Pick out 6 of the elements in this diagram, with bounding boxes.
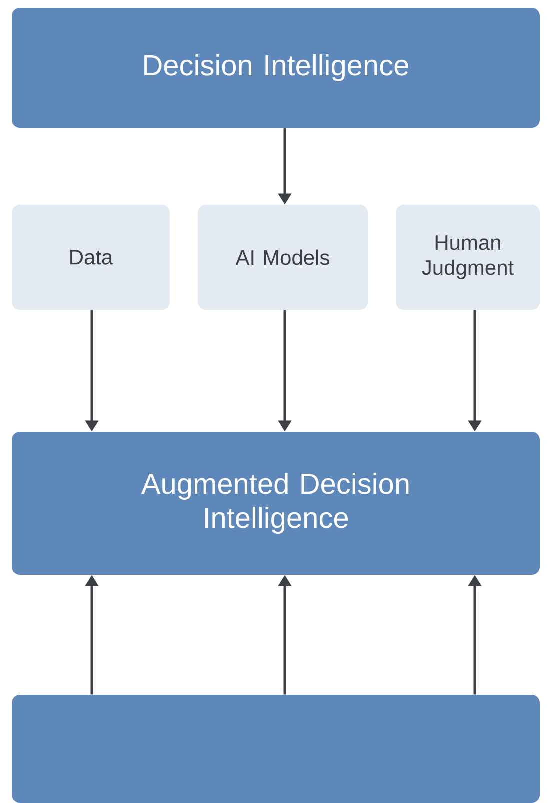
input-box: Human Judgment: [396, 205, 540, 310]
main-box: Decision Intelligence: [12, 8, 540, 128]
input-box: Data: [12, 205, 170, 310]
input-box: AI Models: [198, 205, 368, 310]
empty-box: [12, 695, 540, 803]
main-box: Augmented Decision Intelligence: [12, 432, 540, 575]
